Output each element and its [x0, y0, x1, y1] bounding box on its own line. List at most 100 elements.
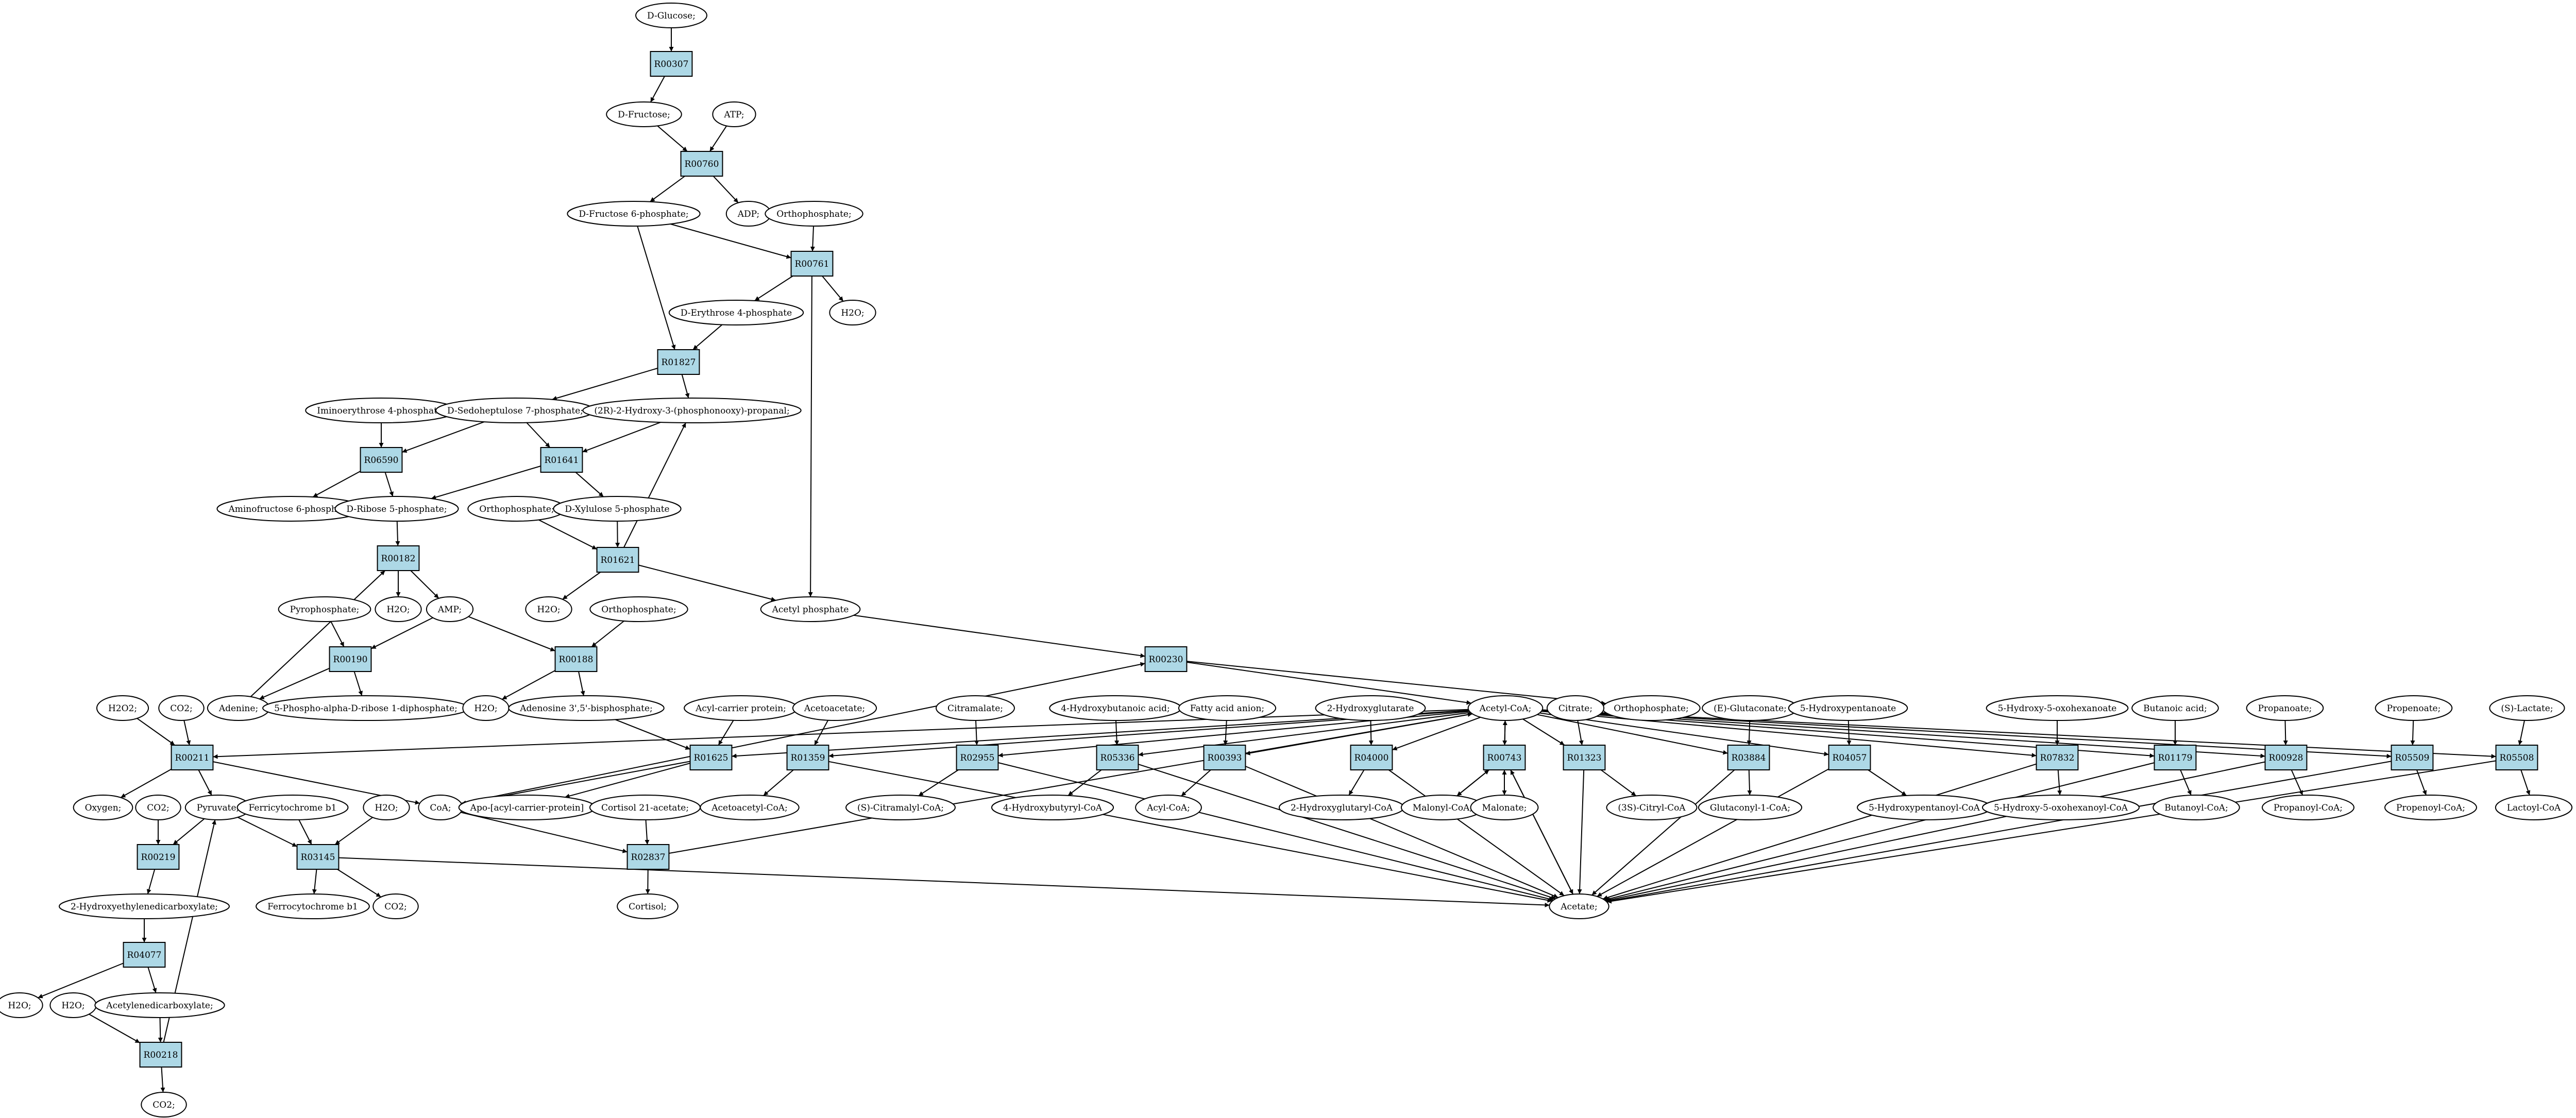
reaction-id-label: R05336 — [1100, 753, 1135, 763]
compound-name-label: Adenosine 3',5'-bisphosphate; — [519, 703, 653, 714]
reaction-arrow — [173, 818, 205, 845]
reaction-arrow — [1604, 762, 2155, 901]
reaction-box — [554, 646, 598, 672]
reaction-arrow — [370, 617, 433, 649]
compound-name-label: 5-Hydroxy-5-oxohexanoyl-CoA — [1994, 803, 2128, 813]
reaction-id-label: R04000 — [1354, 753, 1389, 763]
compound-node: Fatty acid anion; — [1178, 695, 1277, 721]
reaction-node: R00219 — [137, 844, 180, 870]
compound-node: Citrate; — [1546, 695, 1605, 721]
compound-ellipse — [1549, 893, 1609, 919]
compound-name-label: Butanoic acid; — [2143, 703, 2207, 714]
compound-node: Pyrophosphate; — [278, 596, 371, 622]
reaction-node: R00928 — [2264, 745, 2308, 770]
compound-ellipse — [1178, 695, 1277, 721]
reaction-arrow — [681, 374, 690, 399]
reaction-arrow — [578, 671, 585, 696]
reaction-node: R02955 — [956, 745, 999, 770]
reaction-arrow — [1600, 769, 1637, 797]
compound-node: Citramalate; — [936, 695, 1015, 721]
reaction-box — [360, 447, 403, 473]
reaction-arrow — [238, 817, 297, 847]
reaction-arrow — [160, 1067, 165, 1093]
compound-name-label: Pyruvate; — [197, 803, 239, 813]
compound-node: 4-Hydroxybutanoic acid; — [1049, 695, 1182, 721]
reaction-arrow — [526, 422, 551, 448]
compound-name-label: 5-Hydroxypentanoyl-CoA — [1869, 803, 1980, 813]
compound-name-label: Orthophosphate; — [776, 209, 851, 219]
reaction-node: R01827 — [657, 349, 700, 375]
compound-node: Lactoyl-CoA — [2495, 795, 2573, 820]
reaction-arrow — [709, 125, 727, 152]
compound-node: Acetylenedicarboxylate; — [94, 992, 225, 1018]
reaction-id-label: R03884 — [1732, 753, 1766, 763]
reaction-arrow — [2416, 769, 2427, 796]
reaction-box — [1350, 745, 1393, 770]
reaction-node: R00182 — [377, 545, 420, 571]
compound-ellipse — [765, 201, 863, 227]
compound-ellipse — [525, 596, 572, 622]
reaction-box — [1483, 745, 1526, 770]
compound-name-label: Acetylenedicarboxylate; — [106, 1001, 213, 1011]
compound-node: H2O; — [829, 300, 876, 325]
compound-name-label: Malonyl-CoA; — [1413, 803, 1472, 813]
compound-ellipse — [278, 596, 371, 622]
reaction-node: R01359 — [786, 745, 829, 770]
reaction-arrow — [1602, 763, 2037, 900]
reaction-arrow — [312, 869, 317, 895]
reaction-id-label: R00307 — [654, 59, 689, 70]
compound-name-label: Acetate; — [1560, 902, 1597, 912]
compound-ellipse — [1135, 795, 1202, 820]
reaction-arrow — [1747, 769, 1752, 796]
reaction-id-label: R05509 — [2395, 753, 2430, 763]
compound-ellipse — [936, 695, 1015, 721]
compound-node: Adenosine 3',5'-bisphosphate; — [508, 695, 665, 721]
reaction-box — [1144, 646, 1188, 672]
reaction-arrow — [1606, 760, 2496, 904]
reaction-box — [2495, 745, 2538, 770]
reaction-arrow — [565, 763, 690, 799]
reaction-id-label: R00182 — [381, 554, 416, 564]
compound-node: 5-Hydroxy-5-oxohexanoate — [1986, 695, 2129, 721]
compound-node: D-Ribose 5-phosphate; — [334, 496, 459, 522]
reaction-arrow — [259, 667, 330, 700]
compound-ellipse — [635, 3, 707, 28]
compound-name-label: 2-Hydroxyglutarate — [1327, 703, 1414, 714]
reaction-arrow — [1747, 720, 1752, 746]
compound-node: 2-Hydroxyglutaryl-CoA — [1278, 795, 1405, 820]
reaction-id-label: R00188 — [559, 655, 594, 665]
compound-ellipse — [508, 695, 665, 721]
reaction-box — [2264, 745, 2308, 770]
compound-node: Oxygen; — [73, 795, 133, 820]
compound-ellipse — [2489, 695, 2565, 721]
compound-name-label: Orthophosphate; — [1614, 703, 1688, 714]
compound-node: D-Erythrose 4-phosphate — [668, 300, 804, 325]
reaction-node: R00211 — [171, 745, 214, 770]
reaction-arrow — [670, 223, 791, 259]
compound-name-label: H2O; — [537, 605, 560, 615]
compound-node: CO2; — [135, 795, 181, 820]
compound-name-label: D-Glucose; — [647, 11, 696, 21]
reaction-arrow — [395, 521, 400, 546]
compound-ellipse — [2384, 795, 2477, 820]
compound-ellipse — [2495, 795, 2573, 820]
compound-name-label: Oxygen; — [85, 803, 122, 813]
compound-ellipse — [567, 201, 701, 227]
compound-node: Cortisol; — [617, 893, 679, 919]
reaction-arrow — [814, 720, 829, 746]
reaction-arrow — [650, 76, 665, 102]
reaction-arrow — [562, 572, 601, 600]
reaction-id-label: R04077 — [127, 950, 162, 960]
reaction-id-label: R00211 — [175, 753, 210, 763]
reaction-arrow — [1510, 769, 1574, 895]
compound-name-label: Acetyl phosphate — [772, 605, 849, 615]
compound-name-label: D-Erythrose 4-phosphate — [681, 308, 792, 318]
compound-node: Orthophosphate; — [589, 596, 688, 622]
reaction-arrow — [692, 324, 723, 350]
reaction-arrow — [575, 472, 604, 497]
compound-ellipse — [700, 795, 800, 820]
reaction-arrow — [1537, 714, 1728, 755]
compound-node: H2O2; — [96, 695, 149, 721]
compound-node: CoA; — [418, 795, 463, 820]
compound-ellipse — [712, 101, 756, 127]
